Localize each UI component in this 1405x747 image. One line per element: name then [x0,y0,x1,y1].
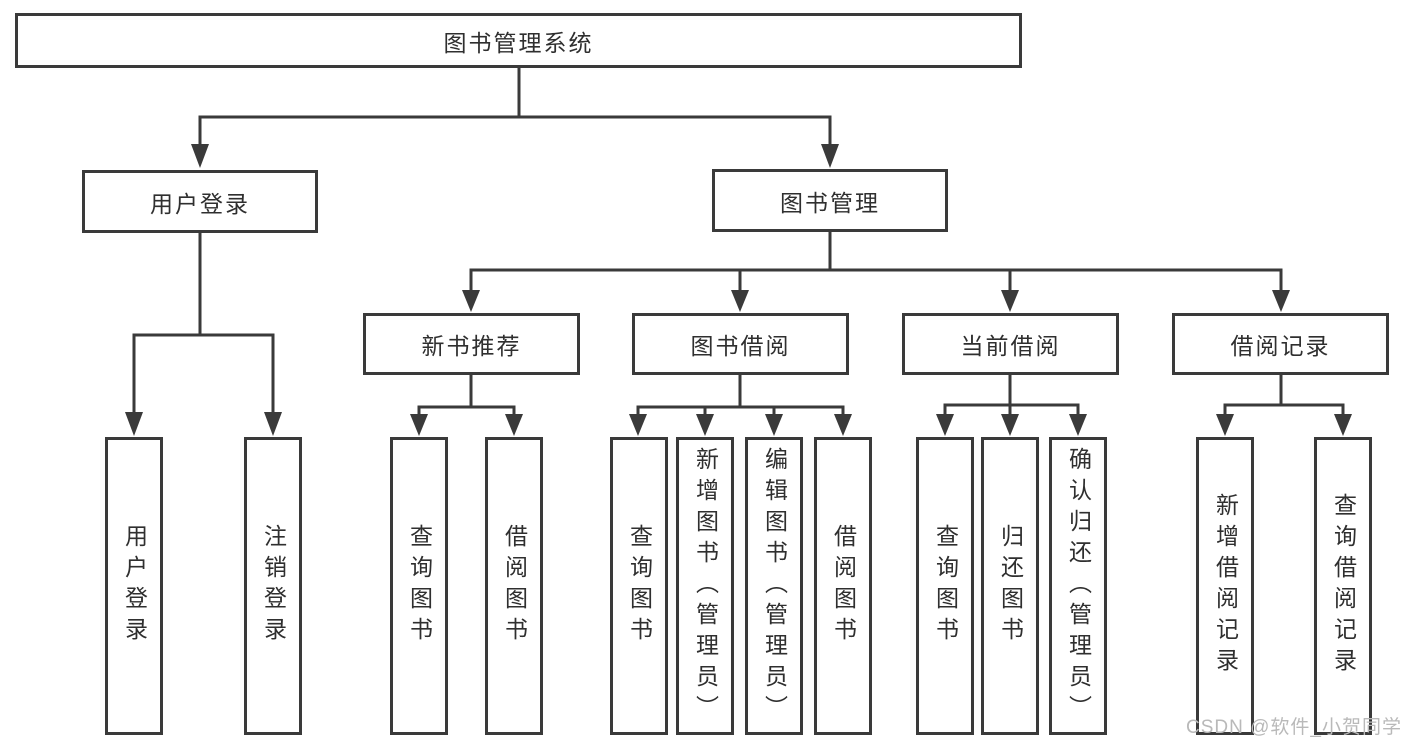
leaf-logout: 注销登录 [244,437,302,735]
node-current-borrowing: 当前借阅 [902,313,1119,375]
connector-root-to-level2 [191,68,839,168]
leaf-query-books-borrow: 查询图书 [610,437,668,735]
leaf-add-book-admin: 新增图书（管理员） [676,437,734,735]
node-user-login: 用户登录 [82,170,318,233]
leaf-label: 查询图书 [626,524,653,648]
leaf-label: 查询借阅记录 [1330,493,1357,679]
leaf-borrow-books: 借阅图书 [814,437,872,735]
connector-user-login-children [125,233,282,436]
leaf-borrow-books-recommend: 借阅图书 [485,437,543,735]
leaf-query-books-current: 查询图书 [916,437,974,735]
node-borrowing-records: 借阅记录 [1172,313,1389,375]
leaf-query-borrow-record: 查询借阅记录 [1314,437,1372,735]
node-book-management: 图书管理 [712,169,948,232]
csdn-watermark: CSDN @软件_小贺同学 [1186,717,1402,738]
connector-book-borrow-children [629,375,852,436]
leaf-label: 注销登录 [260,524,287,648]
leaf-label: 用户登录 [121,524,148,648]
connector-borrow-record-children [1216,375,1352,436]
leaf-label: 编辑图书（管理员） [761,446,788,726]
leaf-label: 新增借阅记录 [1212,493,1239,679]
node-label: 图书借阅 [690,333,791,359]
leaf-return-book: 归还图书 [981,437,1039,735]
leaf-confirm-return-admin: 确认归还（管理员） [1049,437,1107,735]
node-book-borrowing: 图书借阅 [632,313,849,375]
leaf-label: 借阅图书 [830,524,857,648]
leaf-query-books-recommend: 查询图书 [390,437,448,735]
leaf-label: 借阅图书 [501,524,528,648]
leaf-label: 查询图书 [406,524,433,648]
node-new-book-recommend: 新书推荐 [363,313,580,375]
node-label: 新书推荐 [421,333,522,359]
leaf-label: 归还图书 [997,524,1024,648]
node-label: 当前借阅 [960,333,1061,359]
leaf-add-borrow-record: 新增借阅记录 [1196,437,1254,735]
node-library-management-system: 图书管理系统 [15,13,1022,68]
leaf-edit-book-admin: 编辑图书（管理员） [745,437,803,735]
node-label: 用户登录 [150,190,250,217]
connector-book-mgmt-to-level3 [462,232,1290,312]
connector-new-book-children [410,375,523,436]
leaf-label: 确认归还（管理员） [1065,446,1092,726]
connector-current-borrow-children [936,375,1087,436]
node-label: 图书管理系统 [443,29,594,56]
leaf-label: 查询图书 [932,524,959,648]
node-label: 图书管理 [780,189,880,216]
node-label: 借阅记录 [1230,333,1331,359]
leaf-user-login: 用户登录 [105,437,163,735]
leaf-label: 新增图书（管理员） [692,446,719,726]
